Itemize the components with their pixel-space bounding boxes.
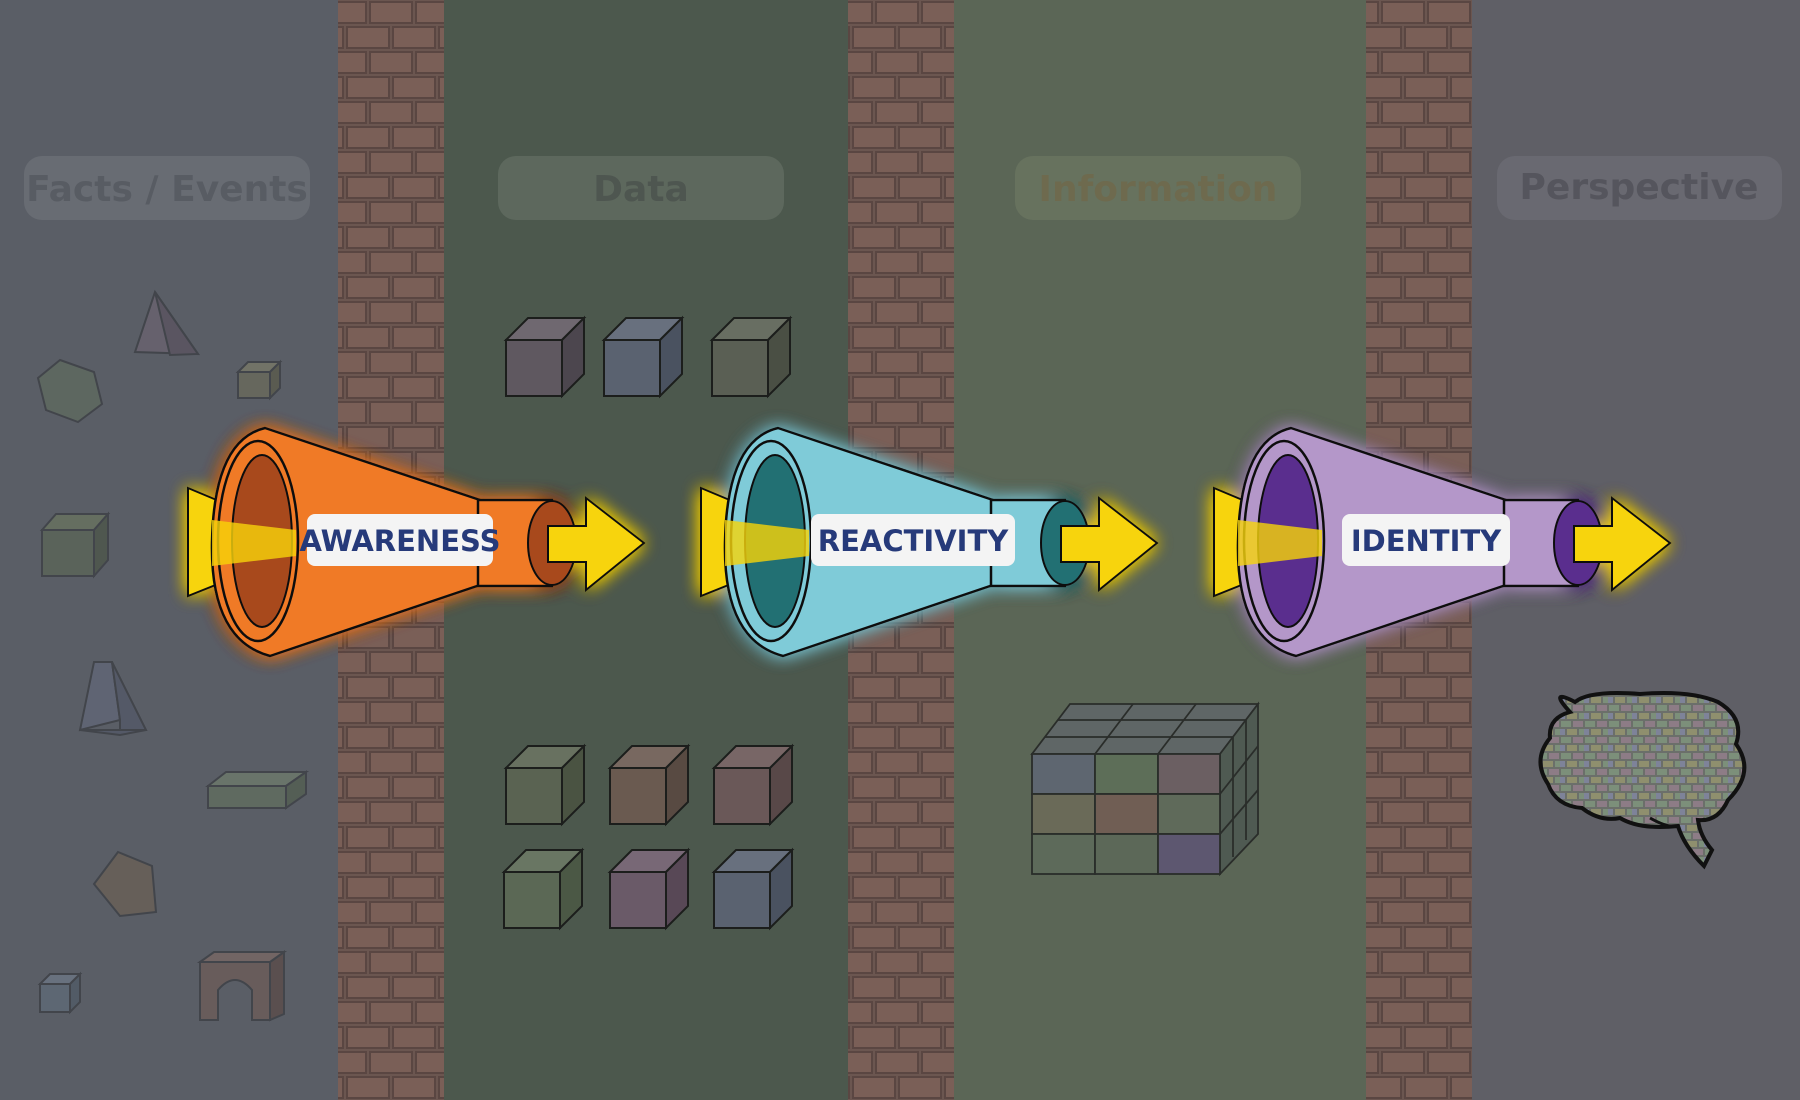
- data-cubes: [501, 315, 795, 931]
- funnel-label: AWARENESS: [300, 514, 501, 566]
- tiny-cube-shape: [37, 971, 83, 1015]
- column-title-facts-text: Facts / Events: [26, 169, 308, 210]
- funnel-label: REACTIVITY: [811, 514, 1015, 566]
- brain-icon: [1538, 691, 1747, 870]
- cube-shape-left: [39, 511, 111, 579]
- light-beam: [212, 520, 296, 566]
- information-cube-block: [1030, 701, 1260, 877]
- pentagon-shape: [92, 850, 158, 918]
- column-title-information-text: Information: [1039, 169, 1278, 210]
- data-cube: [503, 743, 587, 827]
- light-beam: [725, 520, 809, 566]
- trapezoid-shape: [78, 661, 148, 737]
- column-title-data-text: Data: [593, 169, 689, 210]
- funnel-label-text: IDENTITY: [1351, 524, 1502, 558]
- column-title-perspective: Perspective: [1497, 156, 1782, 220]
- light-beam: [1238, 520, 1322, 566]
- data-cube: [711, 743, 795, 827]
- data-cube: [501, 847, 585, 931]
- output-arrow: [1060, 495, 1159, 593]
- funnel-label: IDENTITY: [1342, 514, 1510, 566]
- data-cube: [503, 315, 587, 399]
- small-cube-shape: [235, 359, 283, 401]
- data-cube: [711, 847, 795, 931]
- data-cube: [601, 315, 685, 399]
- column-title-perspective-text: Perspective: [1520, 167, 1759, 208]
- column-title-data: Data: [498, 156, 784, 220]
- funnels: AWARENESS REACTIVITY IDENTITY: [187, 426, 1672, 658]
- funnel-label-text: REACTIVITY: [818, 524, 1009, 558]
- hexagon-shape: [36, 358, 104, 424]
- data-cube: [607, 847, 691, 931]
- slab-shape: [205, 770, 310, 810]
- data-cube: [607, 743, 691, 827]
- column-title-information: Information: [1015, 156, 1301, 220]
- facts-shapes: [36, 289, 310, 1022]
- output-arrow: [1573, 495, 1672, 593]
- output-arrow: [547, 495, 646, 593]
- funnel-label-text: AWARENESS: [300, 524, 501, 558]
- arch-shape: [196, 950, 288, 1022]
- column-title-facts: Facts / Events: [24, 156, 310, 220]
- data-cube: [709, 315, 793, 399]
